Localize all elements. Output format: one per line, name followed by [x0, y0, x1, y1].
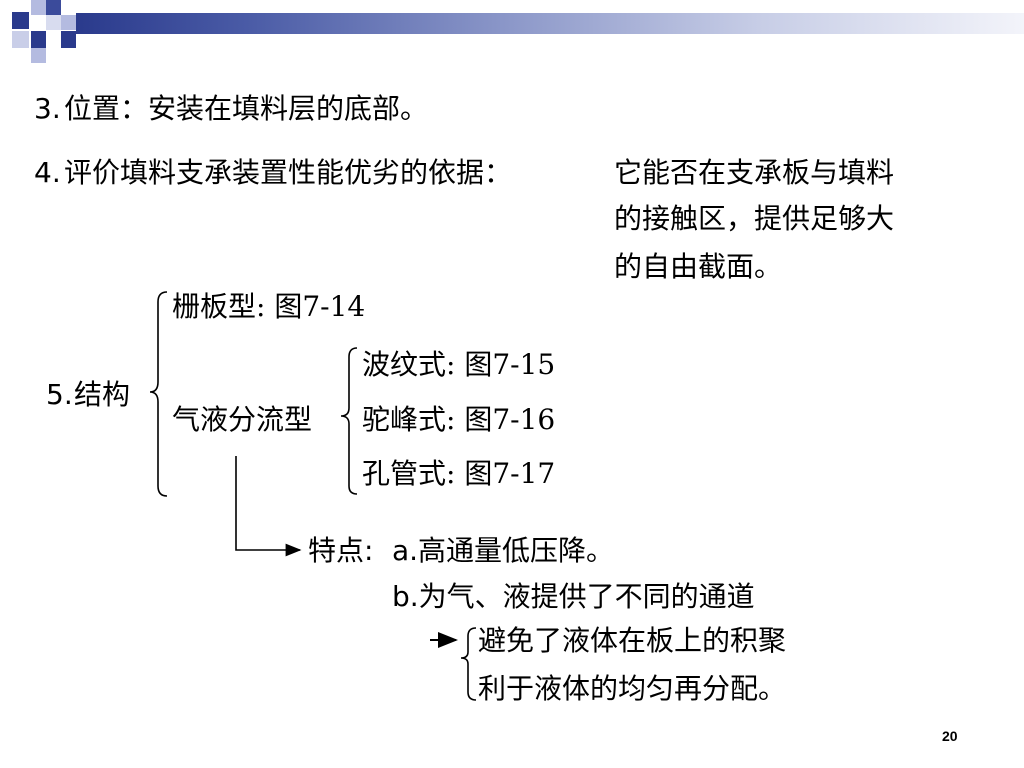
subtype-hump: 驼峰式: 图7-16: [362, 403, 556, 436]
header-square-navy-2: [46, 0, 61, 15]
item3-text: 位置：安装在填料层的底部。: [64, 92, 429, 125]
item4-line-1: 它能否在支承板与填料: [614, 156, 895, 189]
result-1: 避免了液体在板上的积聚: [478, 624, 787, 657]
result-brace: [460, 627, 477, 701]
feature-b: b.为气、液提供了不同的通道: [392, 580, 755, 613]
item5-label: 结构: [74, 378, 131, 411]
header-square-lavender-2: [46, 15, 61, 30]
header-square-navy-4: [61, 31, 76, 48]
gas-liquid-type-text: 气液分流型: [172, 403, 313, 436]
grid-type-text: 栅板型: 图7-14: [172, 290, 366, 323]
slide-number: 20: [942, 728, 958, 744]
header-square-lavender-1: [31, 0, 46, 15]
header-square-navy-3: [31, 31, 46, 48]
item5-number: 5.: [46, 378, 73, 411]
header-square-lavender-3: [12, 31, 29, 48]
item3-number: 3.: [34, 92, 61, 125]
item4-line-3: 的自由截面。: [614, 250, 783, 283]
header-square-navy-1: [12, 12, 29, 29]
features-connector: [235, 456, 302, 557]
item4-line-2: 的接触区，提供足够大: [614, 202, 895, 235]
header-square-lavender-5: [31, 48, 46, 63]
header-gradient-bar: [76, 13, 1024, 34]
result-2: 利于液体的均匀再分配。: [478, 672, 787, 705]
item4-number: 4.: [34, 156, 61, 189]
main-brace: [149, 291, 168, 497]
features-label: 特点:: [308, 534, 374, 567]
header-square-lavender-4: [61, 15, 76, 30]
subtype-brace: [340, 347, 358, 495]
subtype-corrugated: 波纹式: 图7-15: [362, 348, 556, 381]
subtype-perforated-pipe: 孔管式: 图7-17: [362, 457, 556, 490]
item4-lead: 评价填料支承装置性能优劣的依据：: [64, 156, 513, 189]
feature-a: a.高通量低压降。: [392, 534, 615, 567]
